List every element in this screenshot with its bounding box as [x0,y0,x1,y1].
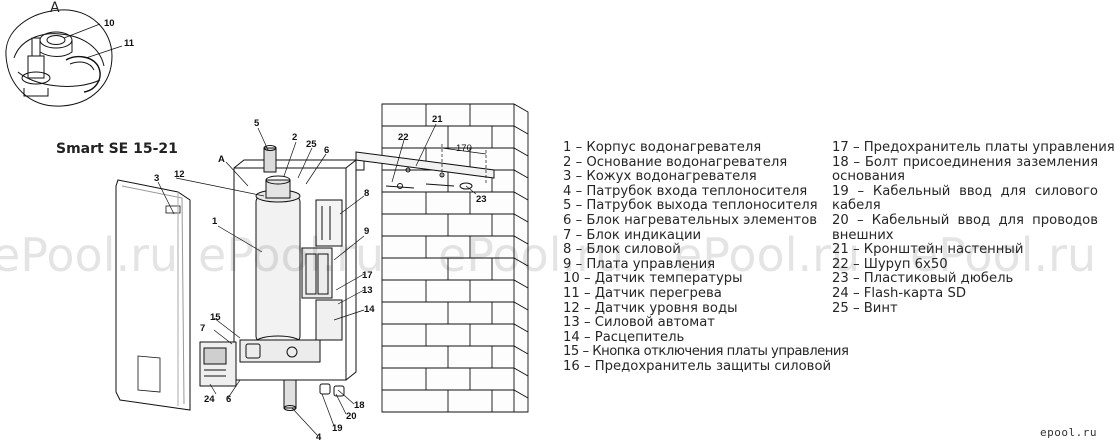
callout-25: 25 [306,139,317,150]
callout-24: 24 [204,394,215,405]
legend-item: 16 – Предохранитель защиты силовой [563,358,832,374]
legend-item-continuation: кабеля [832,198,881,214]
callout-6-top: 6 [324,145,329,156]
legend-item: 19 – Кабельный ввод для силового [832,183,1098,199]
legend-item: 22 – Шуруп 6х50 [832,256,948,272]
legend-item: 10 – Датчик температуры [563,271,743,287]
legend-item: 2 – Основание водонагревателя [563,154,788,170]
callout-1: 1 [212,216,218,227]
wall-bracket [355,144,495,190]
legend-item: 7 – Блок индикации [563,227,702,243]
legend-item: 21 – Кронштейн настенный [832,242,1024,258]
callout-22: 22 [398,132,409,143]
callout-14: 14 [364,304,375,315]
legend-item: 11 – Датчик перегрева [563,285,722,301]
model-title: Smart SE 15-21 [56,141,178,157]
callout-11: 11 [124,38,135,49]
legend-item-continuation: внешних [832,227,894,243]
legend-item: 9 – Плата управления [563,256,716,272]
callout-10: 10 [104,18,115,29]
leader-lines [157,123,477,437]
legend-left-column: 1 – Корпус водонагревателя 2 – Основание… [563,140,849,375]
legend-item: 23 – Пластиковый дюбель [832,271,1014,287]
callout-4: 4 [316,432,322,443]
legend-item: 8 – Блок силовой [563,242,681,258]
legend-item: 24 – Flash-карта SD [832,285,966,301]
detail-letter: A [50,0,60,16]
legend-item: 5 – Патрубок выхода теплоносителя [563,198,818,214]
brick-wall [381,103,529,413]
callout-8: 8 [364,188,369,199]
legend-item-continuation: основания [832,169,905,185]
legend-item: 17 – Предохранитель платы управления [832,140,1115,155]
callout-2: 2 [292,132,297,143]
legend-item: 4 – Патрубок входа теплоносителя [563,183,808,199]
front-cover [115,179,191,411]
callout-15: 15 [210,312,221,323]
callout-a: A [218,154,225,165]
detail-a-view [5,9,123,107]
callout-12: 12 [174,169,185,180]
callout-21: 21 [432,114,443,125]
legend-item: 3 – Кожух водонагревателя [563,169,757,185]
callout-5: 5 [254,118,260,129]
dimension-170: 170 [456,143,472,154]
callout-7: 7 [200,323,205,334]
callout-23: 23 [476,194,487,205]
legend-item: 20 – Кабельный ввод для проводов [832,212,1098,228]
legend-item: 15 – Кнопка отключения платы управления [563,344,849,360]
callout-17: 17 [362,270,373,281]
legend-item: 12 – Датчик уровня воды [563,300,738,316]
callout-labels: 10 11 3 12 5 2 25 6 A 1 8 9 17 13 14 15 … [104,18,487,443]
legend-right-column: 17 – Предохранитель платы управления 18 … [832,140,1115,316]
callout-19: 19 [332,423,343,434]
legend-item: 1 – Корпус водонагревателя [563,140,762,155]
callout-6-bottom: 6 [226,394,231,405]
callout-18: 18 [354,400,365,411]
legend-item: 13 – Силовой автомат [563,315,715,331]
callout-3: 3 [154,173,159,184]
legend-item: 6 – Блок нагревательных элементов [563,212,818,228]
callout-20: 20 [346,411,357,422]
legend-item: 18 – Болт присоединения заземления [832,154,1098,170]
callout-13: 13 [362,285,373,296]
legend-item: 25 – Винт [832,300,898,316]
callout-9: 9 [364,226,369,237]
boiler-body [199,145,358,411]
site-logo: epool.ru [1040,426,1097,439]
legend-item: 14 – Расцепитель [563,329,685,345]
